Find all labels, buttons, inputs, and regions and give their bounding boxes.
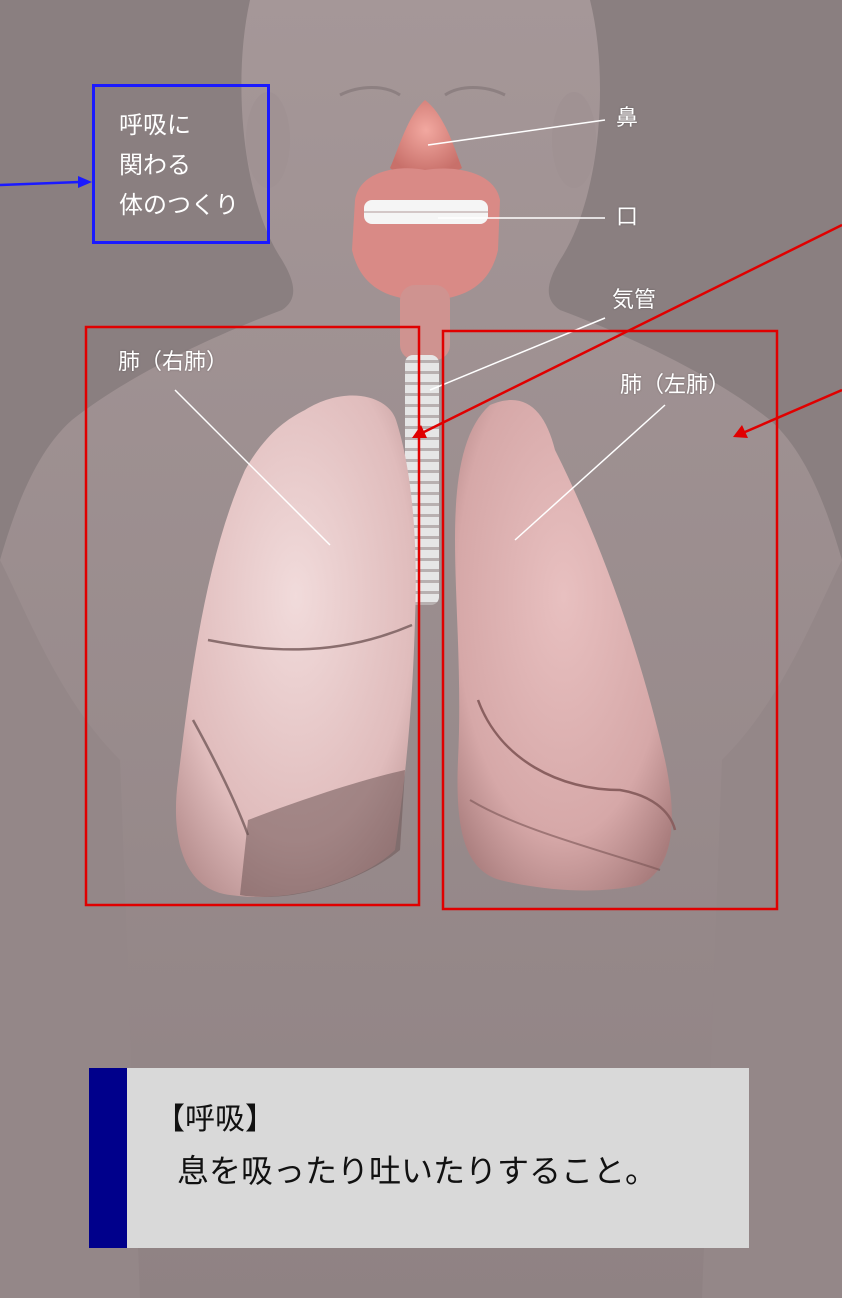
definition-title: 【呼吸】: [155, 1094, 275, 1138]
title-box: 呼吸に 関わる 体のつくり: [92, 84, 270, 244]
left-lung-label: 肺（左肺）: [620, 373, 730, 399]
nose-label: 鼻: [616, 106, 638, 132]
definition-text: 息を吸ったり吐いたりすること。: [177, 1146, 657, 1192]
mouth: [352, 168, 500, 300]
title-line-2: 関わる: [119, 145, 267, 185]
trachea-label: 気管: [612, 288, 656, 314]
right-lung-label: 肺（右肺）: [118, 350, 228, 376]
definition-box: 【呼吸】 息を吸ったり吐いたりすること。: [89, 1068, 749, 1248]
title-line-3: 体のつくり: [119, 185, 267, 225]
title-line-1: 呼吸に: [119, 105, 267, 145]
definition-accent-bar: [89, 1068, 127, 1248]
mouth-label: 口: [616, 205, 638, 231]
